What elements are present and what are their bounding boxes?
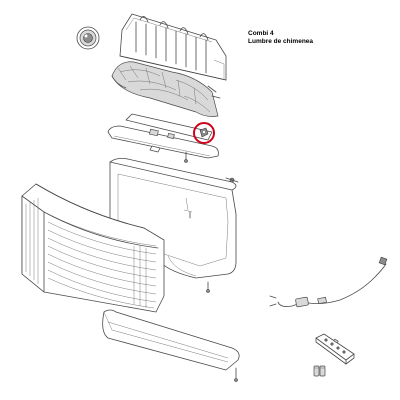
batteries	[313, 365, 326, 377]
control-knob	[76, 26, 100, 50]
caption-subtitle: Lumbre de chimenea	[248, 38, 314, 45]
burner-plate	[107, 113, 219, 163]
diagram-caption: Combi 4 Lumbre de chimenea	[248, 30, 313, 46]
remote-control	[315, 333, 355, 365]
highlighted-component	[193, 122, 215, 144]
front-grille	[21, 183, 165, 313]
power-cable	[269, 256, 388, 308]
log-set	[111, 61, 221, 117]
caption-title: Combi 4	[248, 30, 274, 37]
body-screw	[206, 281, 210, 293]
fire-grate	[119, 13, 227, 81]
bottom-trim	[102, 309, 240, 382]
